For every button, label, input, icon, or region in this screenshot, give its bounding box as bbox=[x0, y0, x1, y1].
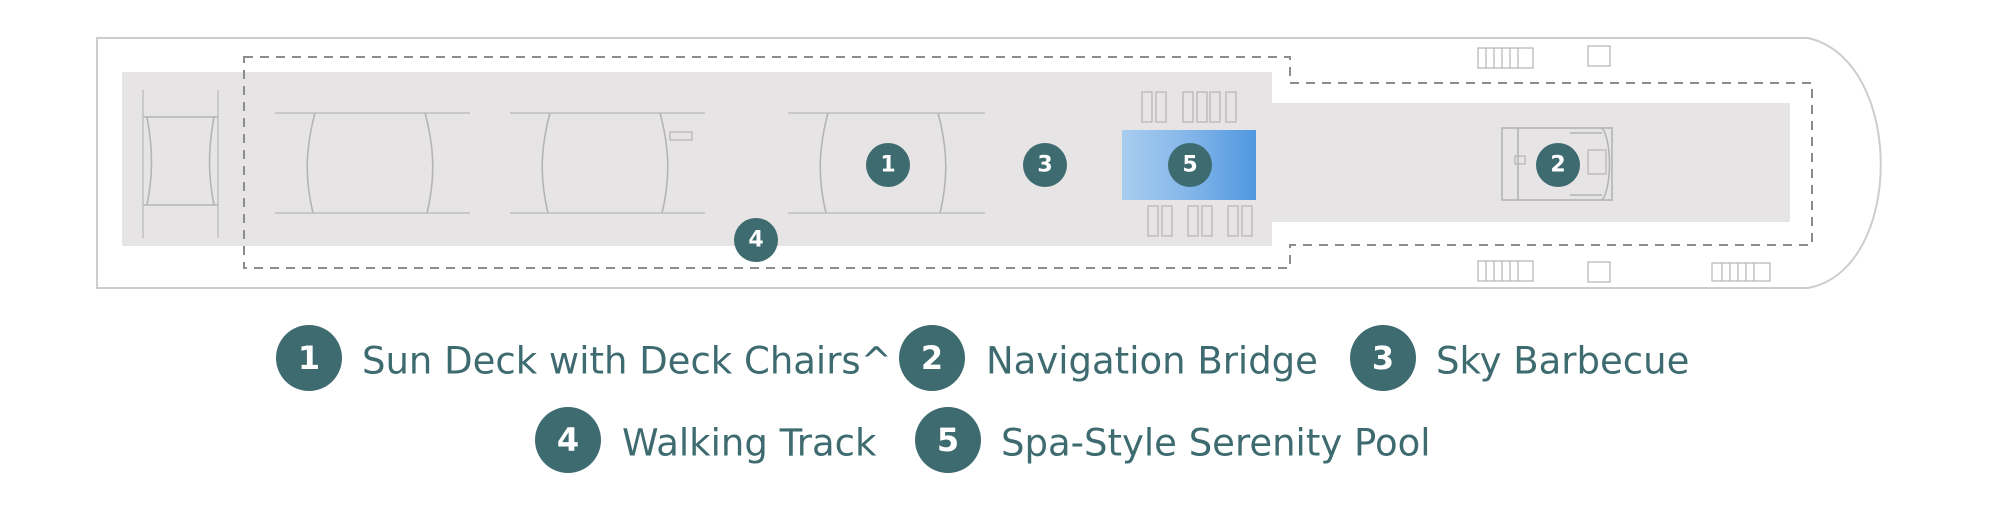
legend-number-1: 1 bbox=[298, 339, 320, 377]
legend-text-4: Walking Track bbox=[622, 422, 877, 465]
legend-number-2: 2 bbox=[921, 339, 943, 377]
stairs-bottom bbox=[1477, 260, 1771, 283]
pool-loungers-bottom bbox=[1147, 205, 1253, 237]
marker-2-label: 2 bbox=[1550, 153, 1565, 178]
marker-3: 3 bbox=[1023, 143, 1067, 187]
legend-number-3: 3 bbox=[1372, 339, 1394, 377]
canopy-frame-3 bbox=[788, 112, 985, 214]
aft-structure bbox=[142, 90, 219, 238]
legend-item-4: 4 Walking Track bbox=[535, 407, 877, 473]
legend-text-3: Sky Barbecue bbox=[1436, 340, 1689, 383]
legend-item-2: 2 Navigation Bridge bbox=[899, 325, 1318, 391]
legend-text-1: Sun Deck with Deck Chairs^ bbox=[362, 340, 892, 383]
legend-item-3: 3 Sky Barbecue bbox=[1350, 325, 1689, 391]
walking-track-path bbox=[243, 56, 1813, 269]
legend-number-4: 4 bbox=[557, 421, 579, 459]
navigation-bridge-structure bbox=[1501, 127, 1613, 201]
canopy-frame-2 bbox=[510, 112, 705, 214]
legend-item-5: 5 Spa-Style Serenity Pool bbox=[915, 407, 1431, 473]
legend-number-5: 5 bbox=[937, 421, 959, 459]
canopy-frame-1 bbox=[275, 112, 470, 214]
marker-5: 5 bbox=[1168, 143, 1212, 187]
pool-loungers-top bbox=[1141, 91, 1237, 123]
marker-4-label: 4 bbox=[748, 228, 763, 253]
marker-1-label: 1 bbox=[880, 153, 895, 178]
marker-4: 4 bbox=[734, 218, 778, 262]
stairs-top bbox=[1477, 45, 1611, 69]
marker-1: 1 bbox=[866, 143, 910, 187]
deck-floor-fore bbox=[1270, 103, 1790, 222]
legend-item-1: 1 Sun Deck with Deck Chairs^ bbox=[276, 325, 892, 391]
marker-3-label: 3 bbox=[1037, 153, 1052, 178]
legend-text-2: Navigation Bridge bbox=[986, 340, 1318, 383]
marker-5-label: 5 bbox=[1182, 153, 1197, 178]
deck-floor-aft bbox=[122, 72, 1272, 246]
marker-2: 2 bbox=[1536, 143, 1580, 187]
legend-text-5: Spa-Style Serenity Pool bbox=[1001, 422, 1431, 465]
